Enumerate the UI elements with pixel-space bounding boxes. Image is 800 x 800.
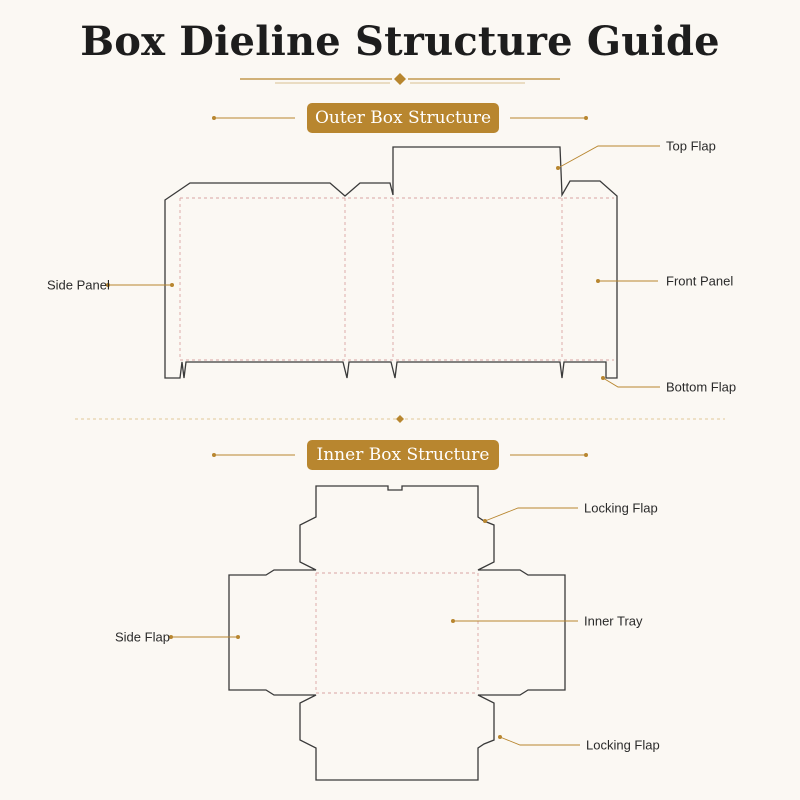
- outer-fold-lines: [179, 197, 614, 361]
- inner-heading-rules: [212, 453, 588, 457]
- section-divider: [75, 415, 725, 423]
- outer-heading-rules: [212, 116, 588, 120]
- callout-bottom-flap: Bottom Flap: [666, 379, 737, 395]
- callout-side-panel: Side Panel: [47, 277, 110, 293]
- title-ornament: [240, 73, 560, 85]
- callout-side-flap: Side Flap: [115, 629, 170, 645]
- callout-front-panel: Front Panel: [666, 273, 734, 289]
- callout-top-flap: Top Flap: [666, 138, 716, 154]
- outer-box-dieline: [164, 146, 618, 379]
- page-title: Box Dieline Structure Guide: [80, 18, 720, 65]
- inner-box-dieline: [228, 485, 566, 781]
- inner-cut-outline: [228, 485, 566, 781]
- callout-locking-flap-top: Locking Flap: [584, 500, 658, 516]
- inner-section-heading: Inner Box Structure: [307, 440, 499, 470]
- inner-callout-leaders: [169, 507, 580, 746]
- callout-locking-flap-bottom: Locking Flap: [586, 737, 660, 753]
- inner-fold-lines: [315, 572, 479, 694]
- outer-section-heading: Outer Box Structure: [307, 103, 499, 133]
- outer-callout-leaders: [106, 145, 660, 388]
- callout-inner-tray: Inner Tray: [584, 613, 643, 629]
- outer-cut-outline: [164, 146, 618, 379]
